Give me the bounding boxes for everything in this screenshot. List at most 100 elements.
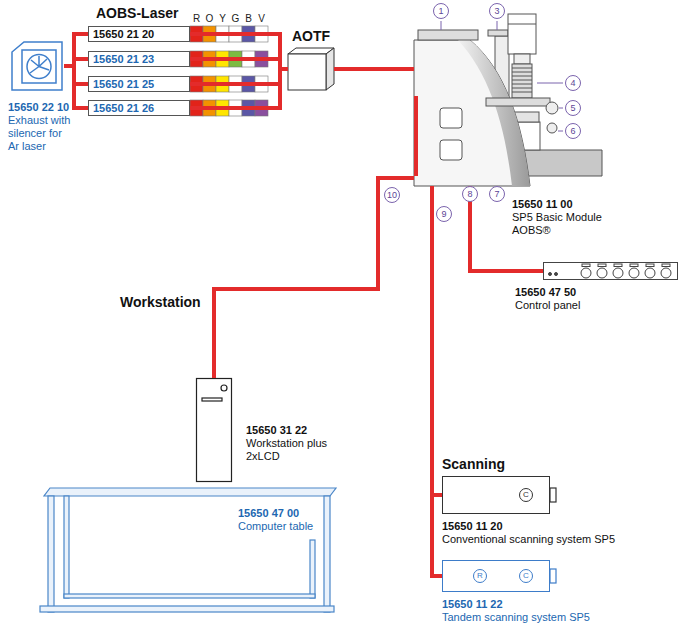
callout-number: 5 — [565, 100, 581, 116]
callout-number: 7 — [489, 186, 505, 202]
leader-line — [497, 21, 498, 30]
workstation-tower — [197, 379, 232, 482]
part-number: 15650 11 00 — [512, 198, 573, 211]
computer-table-drawing — [44, 488, 336, 496]
tandem-scanner: 15650 11 22Tandem scanning system SP5 — [440, 558, 640, 628]
computer-table-drawing — [310, 540, 315, 598]
connector-line — [190, 69, 288, 84]
part-number: 15650 11 20 — [442, 520, 503, 533]
laser-line-letter: B — [242, 13, 255, 25]
exhaust-fan-icon — [12, 42, 62, 90]
microscope-drawing — [514, 54, 530, 64]
aotf-unit: AOTF — [286, 26, 338, 92]
control-panel-drawing — [645, 268, 655, 278]
part-number: 15650 21 20 — [93, 27, 154, 41]
connector-line — [190, 34, 288, 69]
control-panel-drawing — [613, 268, 623, 278]
microscope-drawing — [508, 14, 536, 54]
laser-module: 15650 21 23 — [88, 51, 190, 67]
control-panel-drawing — [581, 268, 591, 278]
laser-module: 15650 21 20 — [88, 26, 190, 42]
control-panel-drawing — [555, 273, 558, 276]
text-slot: Conventional scanning system SP5 — [442, 533, 615, 546]
control-panel-drawing — [582, 264, 590, 267]
laser-module: 15650 21 25 — [88, 76, 190, 92]
laser-line-letter: R — [190, 13, 203, 25]
callout-number: 10 — [384, 187, 400, 203]
microscope-drawing — [488, 30, 508, 36]
exhaust-outline — [10, 42, 64, 94]
part-number: 15650 21 26 — [93, 101, 154, 115]
part-description: Control panel — [515, 299, 580, 312]
laser-line-letter: G — [229, 13, 242, 25]
callout-number: 4 — [565, 75, 581, 91]
workstation-outline — [196, 378, 232, 482]
leader-line — [441, 21, 563, 131]
scanner-symbol: R — [473, 569, 487, 583]
callout-number: 8 — [462, 186, 478, 202]
control-panel-drawing — [646, 264, 654, 267]
part-number: 15650 47 50 — [515, 286, 576, 299]
part-number: 15650 11 22 — [442, 598, 503, 611]
text-slot: Tandem scanning system SP5 — [442, 611, 590, 624]
part-number: 15650 22 10 — [8, 101, 69, 114]
leader-line — [441, 21, 442, 30]
text-slot: 15650 22 10 — [8, 101, 69, 114]
text-slot: 15650 11 22 — [442, 598, 503, 611]
scanner-connector-stub — [550, 488, 556, 502]
scanner-symbol: C — [519, 488, 533, 502]
aotf-block — [326, 48, 334, 90]
callout-number: 1 — [433, 3, 449, 19]
aotf-outline — [288, 48, 334, 90]
aotf-block — [288, 54, 326, 90]
control-panel-drawing — [629, 268, 639, 278]
leader-line — [558, 131, 563, 132]
workstation-tower — [197, 379, 232, 482]
control-panel-drawing — [630, 264, 638, 267]
callout-number: 6 — [565, 123, 581, 139]
microscope-drawing — [418, 30, 478, 40]
microscope-drawing — [508, 24, 536, 25]
text-slot: AOTF — [292, 28, 330, 44]
leader-line — [559, 108, 563, 109]
part-description: SP5 Basic Module AOBS® — [512, 211, 617, 237]
text-slot: 15650 11 00 — [512, 198, 573, 211]
computer-table: 15650 47 00Computer table — [36, 484, 336, 614]
text-slot: Exhaust with silencer for Ar laser — [8, 114, 74, 153]
laser-line-letter: V — [255, 13, 268, 25]
control-panel-drawing — [661, 268, 671, 278]
microscope-drawing — [546, 102, 558, 114]
connector-line — [64, 34, 88, 66]
unit-heading: AOTF — [292, 28, 330, 44]
control-panel-drawing — [549, 273, 552, 276]
connector-line — [190, 59, 288, 69]
workstation-tower — [221, 385, 227, 391]
microscope-drawing — [440, 108, 462, 128]
scanner-box — [442, 560, 550, 592]
exhaust-fan-icon — [30, 56, 49, 73]
part-number: 15650 21 23 — [93, 52, 154, 66]
laser-module: 15650 21 26 — [88, 100, 190, 116]
microscope-drawing — [440, 140, 462, 160]
aotf-block — [288, 48, 334, 90]
computer-table-drawing — [64, 496, 69, 598]
computer-table-drawing — [324, 496, 330, 612]
callout-number: 3 — [489, 3, 505, 19]
section-heading: Scanning — [442, 456, 505, 472]
connector-line — [334, 67, 414, 71]
text-slot: 15650 21 23 — [93, 52, 154, 66]
control-panel-drawing — [597, 268, 607, 278]
laser-line-letter: Y — [216, 13, 229, 25]
computer-table-drawing — [48, 496, 54, 612]
microscope-drawing — [512, 68, 532, 92]
microscope-drawing — [486, 98, 550, 106]
connector-line — [190, 69, 288, 108]
part-number: 15650 47 00 — [238, 507, 299, 520]
control-panel-drawing — [662, 264, 670, 267]
workstation: 15650 31 22Workstation plus 2xLCD — [190, 374, 350, 484]
exhaust-fan-icon — [22, 50, 56, 83]
connector-line — [432, 186, 442, 576]
microscope-drawing — [414, 40, 530, 186]
